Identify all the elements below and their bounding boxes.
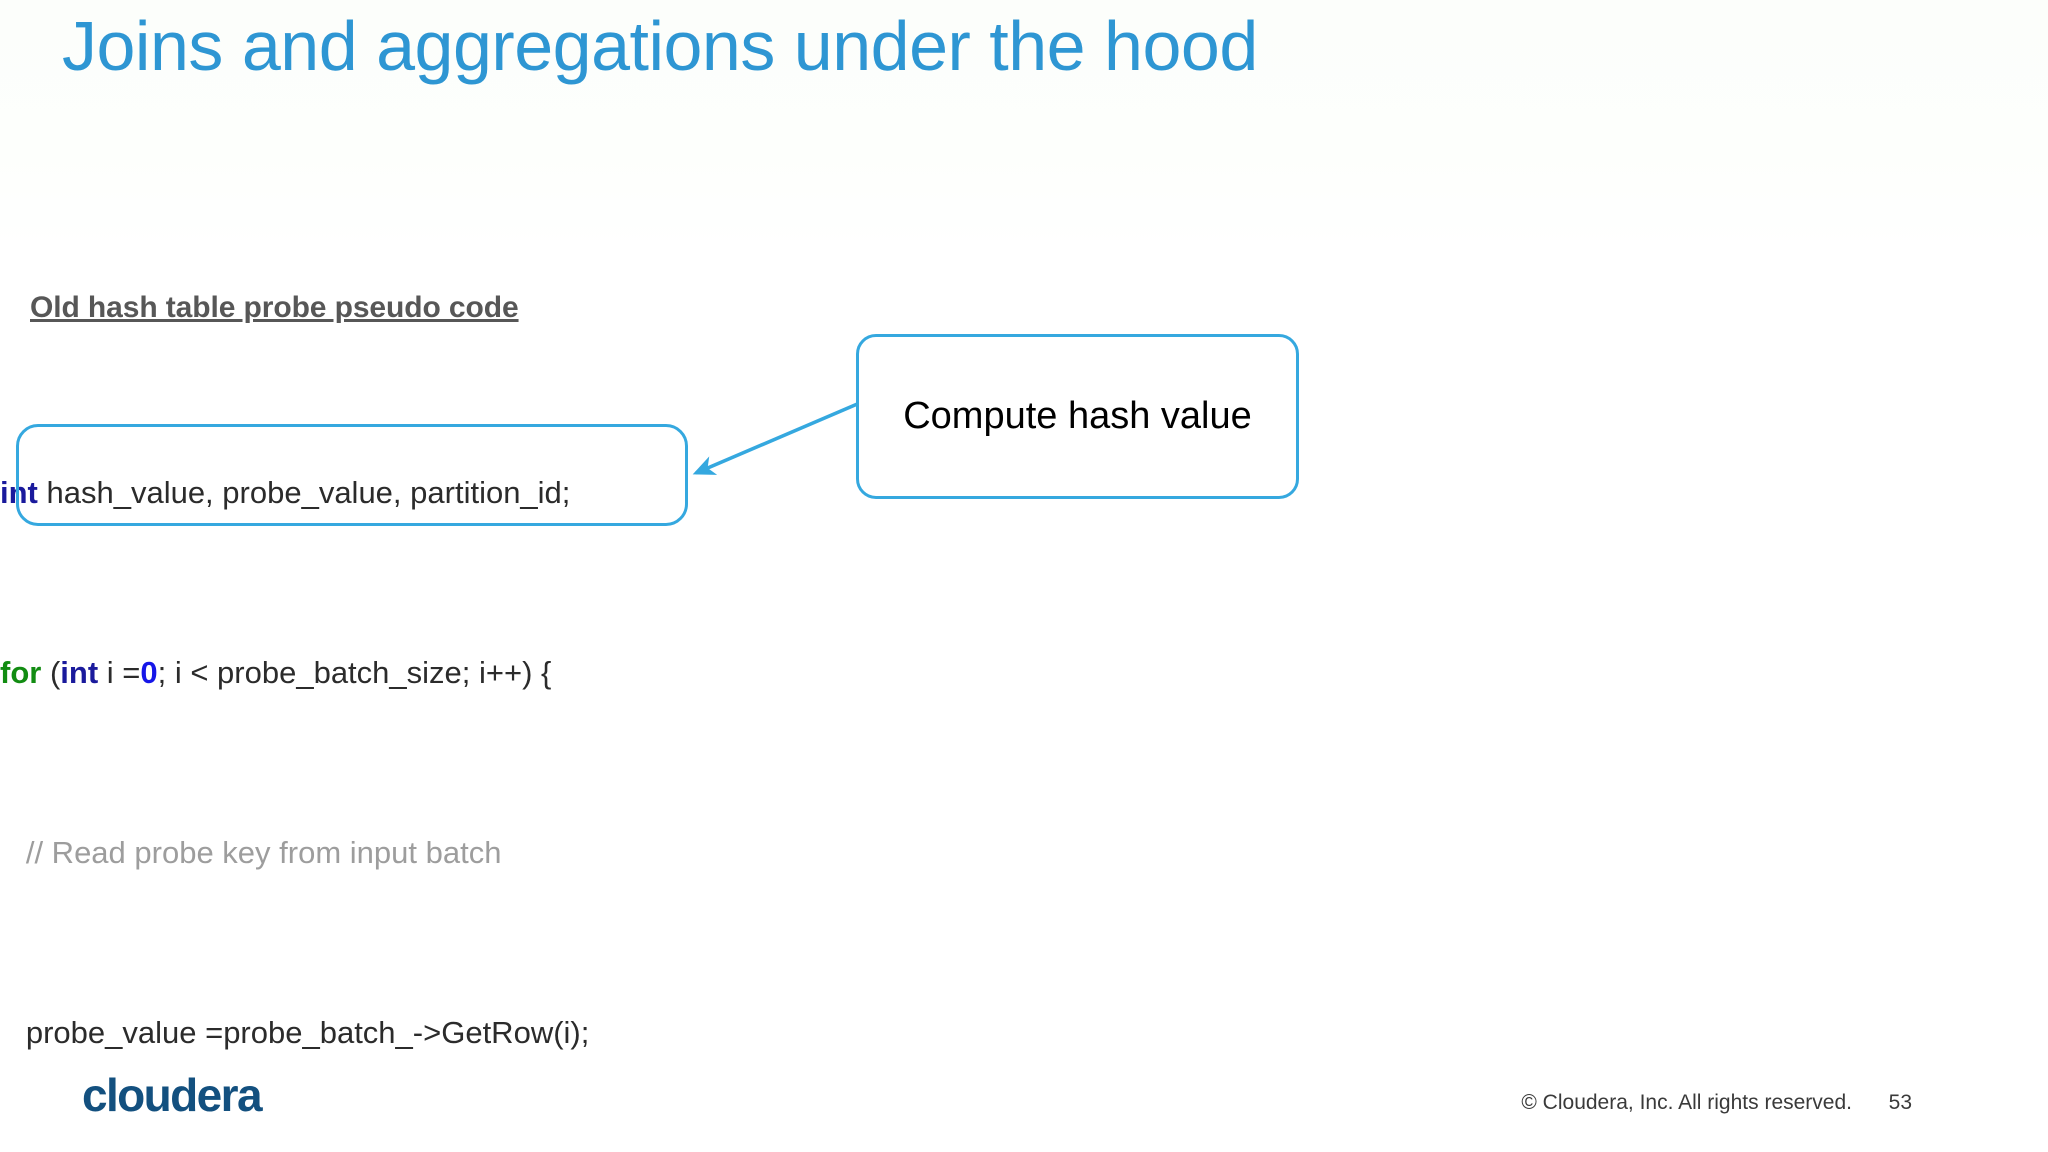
code-text: ; i < probe_batch_size; i++) { (157, 655, 552, 690)
keyword-int: int (60, 655, 99, 690)
footer-page-number: 53 (1888, 1091, 1912, 1114)
comment-read-probe-key: // Read probe key from input batch (25, 835, 502, 870)
page-title: Joins and aggregations under the hood (62, 7, 1258, 85)
keyword-for: for (0, 655, 42, 690)
code-heading: Old hash table probe pseudo code (30, 291, 519, 324)
cloudera-logo: cloudera (82, 1069, 263, 1121)
code-text: hash_value, probe_value, partition_id; (37, 475, 571, 510)
code-text: probe_value =probe_batch_->GetRow(i); (0, 1015, 590, 1050)
code-line-declaration: int hash_value, probe_value, partition_i… (0, 470, 1200, 515)
footer-copyright: © Cloudera, Inc. All rights reserved. (1521, 1091, 1852, 1114)
code-line-getrow: probe_value =probe_batch_->GetRow(i); (0, 1010, 1200, 1055)
code-text: i = (98, 655, 141, 690)
highlight-box-compute-hash (16, 424, 688, 526)
code-line-for: for (int i =0; i < probe_batch_size; i++… (0, 650, 1200, 695)
callout-box: Compute hash value (856, 334, 1299, 499)
code-indent (0, 835, 26, 870)
code-line-comment-read: // Read probe key from input batch (0, 830, 1200, 875)
pseudo-code-block: Old hash table probe pseudo code int has… (0, 146, 1200, 1152)
callout-label: Compute hash value (903, 395, 1252, 437)
code-text: ( (41, 655, 61, 690)
literal-zero: 0 (140, 655, 158, 690)
